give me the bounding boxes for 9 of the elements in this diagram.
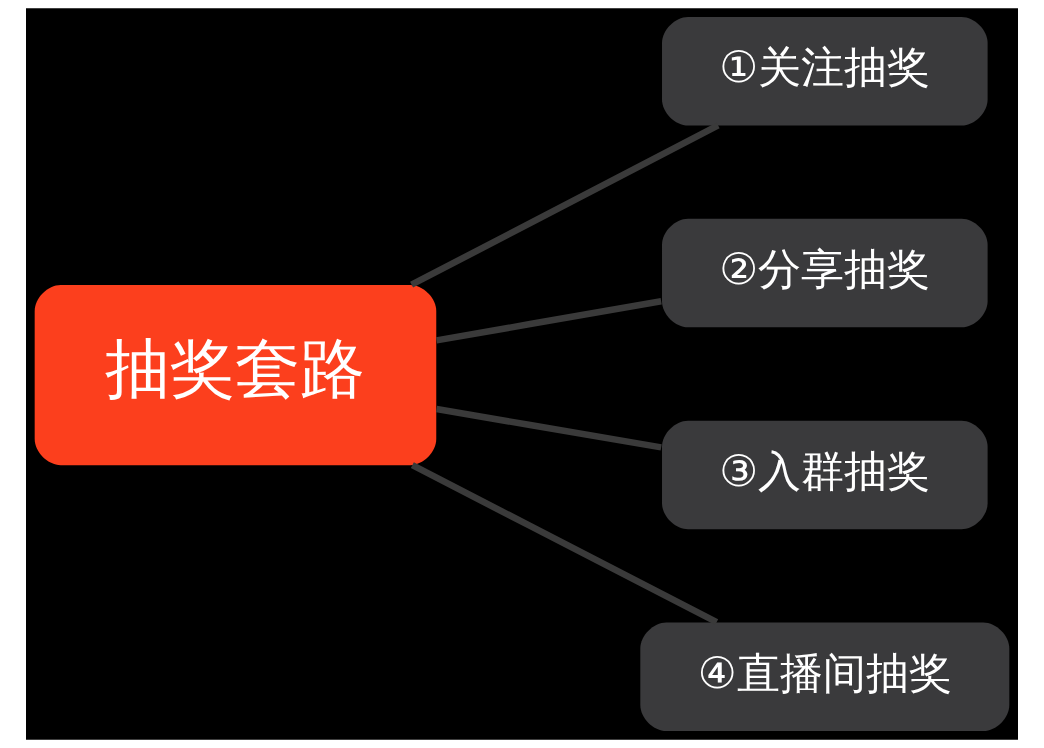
connector — [435, 405, 662, 451]
connector — [410, 462, 719, 626]
node-box: ④直播间抽奖 — [640, 622, 1010, 732]
node-box: ②分享抽奖 — [662, 218, 988, 328]
node-box: 抽奖套路 — [34, 285, 437, 466]
connector — [410, 122, 720, 288]
connector — [435, 298, 662, 344]
node-box: ③入群抽奖 — [662, 420, 988, 530]
node-box: ①关注抽奖 — [662, 16, 988, 126]
